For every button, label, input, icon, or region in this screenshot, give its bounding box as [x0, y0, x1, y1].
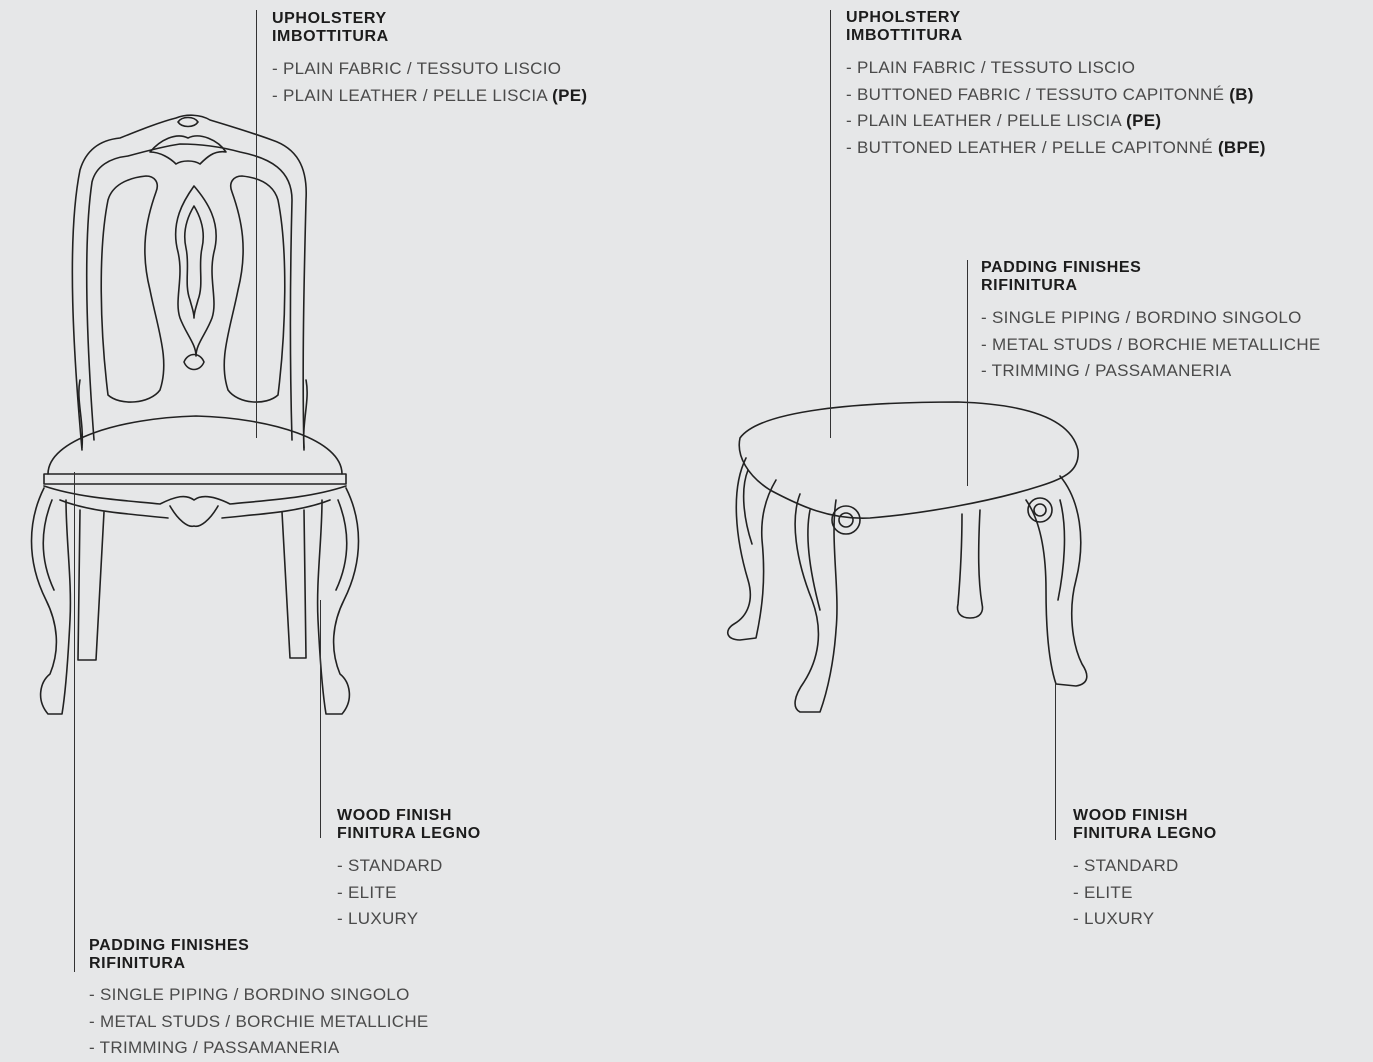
chair-apron: [44, 486, 346, 504]
stool-upholstery-title-it: IMBOTTITURA: [846, 27, 1266, 45]
stool-wood-finish-title-en: WOOD FINISH: [1073, 807, 1217, 825]
list-item: - BUTTONED FABRIC / TESSUTO CAPITONNÉ (B…: [846, 82, 1266, 109]
chair-upholstery-title-it: IMBOTTITURA: [272, 28, 587, 46]
chair-left-opening: [101, 176, 164, 402]
list-item: - LUXURY: [1073, 906, 1217, 933]
chair-rear-left-leg: [78, 510, 104, 660]
stool-drawing: [728, 402, 1087, 712]
stool-upholstery-title-en: UPHOLSTERY: [846, 9, 1266, 27]
stool-padding-title-it: RIFINITURA: [981, 277, 1321, 295]
stool-upholstery-list: - PLAIN FABRIC / TESSUTO LISCIO - BUTTON…: [846, 55, 1266, 161]
stool-wood-leader: [1055, 684, 1056, 840]
stool-upholstery-leader: [830, 10, 831, 438]
chair-front-right-leg: [318, 488, 359, 714]
stool-rear-right-leg: [958, 510, 983, 618]
chair-padding-finishes-callout: PADDING FINISHES RIFINITURA - SINGLE PIP…: [89, 937, 429, 1062]
chair-upholstery-callout: UPHOLSTERY IMBOTTITURA - PLAIN FABRIC / …: [272, 10, 587, 109]
list-item: - SINGLE PIPING / BORDINO SINGOLO: [981, 305, 1321, 332]
chair-wood-finish-title-it: FINITURA LEGNO: [337, 825, 481, 843]
chair-seat-rail: [44, 474, 346, 484]
chair-drawing: [32, 115, 359, 714]
chair-padding-title-it: RIFINITURA: [89, 955, 429, 973]
list-item: - ELITE: [1073, 880, 1217, 907]
stool-wood-finish-callout: WOOD FINISH FINITURA LEGNO - STANDARD - …: [1073, 807, 1217, 933]
list-item: - STANDARD: [337, 853, 481, 880]
stool-padding-finishes-callout: PADDING FINISHES RIFINITURA - SINGLE PIP…: [981, 259, 1321, 385]
chair-wood-finish-list: - STANDARD - ELITE - LUXURY: [337, 853, 481, 933]
chair-padding-leader: [74, 472, 75, 972]
list-item: - METAL STUDS / BORCHIE METALLICHE: [981, 332, 1321, 359]
chair-padding-list: - SINGLE PIPING / BORDINO SINGOLO - META…: [89, 982, 429, 1062]
chair-splat: [176, 186, 217, 356]
stool-front-left-leg: [795, 494, 837, 712]
stool-padding-title-en: PADDING FINISHES: [981, 259, 1321, 277]
list-item: - LUXURY: [337, 906, 481, 933]
stool-wood-finish-list: - STANDARD - ELITE - LUXURY: [1073, 853, 1217, 933]
chair-wood-finish-title-en: WOOD FINISH: [337, 807, 481, 825]
list-item: - PLAIN FABRIC / TESSUTO LISCIO: [846, 55, 1266, 82]
stool-padding-leader: [967, 260, 968, 486]
chair-wood-leader: [320, 600, 321, 838]
chair-right-opening: [224, 176, 285, 402]
chair-upholstery-list: - PLAIN FABRIC / TESSUTO LISCIO - PLAIN …: [272, 56, 587, 109]
list-item: - SINGLE PIPING / BORDINO SINGOLO: [89, 982, 429, 1009]
list-item: - BUTTONED LEATHER / PELLE CAPITONNÉ (BP…: [846, 135, 1266, 162]
stool-padding-list: - SINGLE PIPING / BORDINO SINGOLO - META…: [981, 305, 1321, 385]
stool-upholstery-callout: UPHOLSTERY IMBOTTITURA - PLAIN FABRIC / …: [846, 9, 1266, 161]
list-item: - PLAIN LEATHER / PELLE LISCIA (PE): [846, 108, 1266, 135]
chair-backrest-inner: [87, 144, 292, 440]
list-item: - ELITE: [337, 880, 481, 907]
list-item: - TRIMMING / PASSAMANERIA: [89, 1035, 429, 1062]
chair-crest: [150, 136, 226, 164]
chair-padding-title-en: PADDING FINISHES: [89, 937, 429, 955]
stool-rear-left-leg: [728, 458, 776, 640]
chair-upholstery-leader: [256, 10, 257, 438]
list-item: - METAL STUDS / BORCHIE METALLICHE: [89, 1009, 429, 1036]
list-item: - TRIMMING / PASSAMANERIA: [981, 358, 1321, 385]
chair-wood-finish-callout: WOOD FINISH FINITURA LEGNO - STANDARD - …: [337, 807, 481, 933]
chair-rear-right-leg: [282, 510, 306, 658]
list-item: - STANDARD: [1073, 853, 1217, 880]
list-item: - PLAIN FABRIC / TESSUTO LISCIO: [272, 56, 587, 83]
stool-wood-finish-title-it: FINITURA LEGNO: [1073, 825, 1217, 843]
list-item: - PLAIN LEATHER / PELLE LISCIA (PE): [272, 83, 587, 110]
chair-upholstery-title-en: UPHOLSTERY: [272, 10, 587, 28]
chair-front-left-leg: [32, 488, 71, 714]
